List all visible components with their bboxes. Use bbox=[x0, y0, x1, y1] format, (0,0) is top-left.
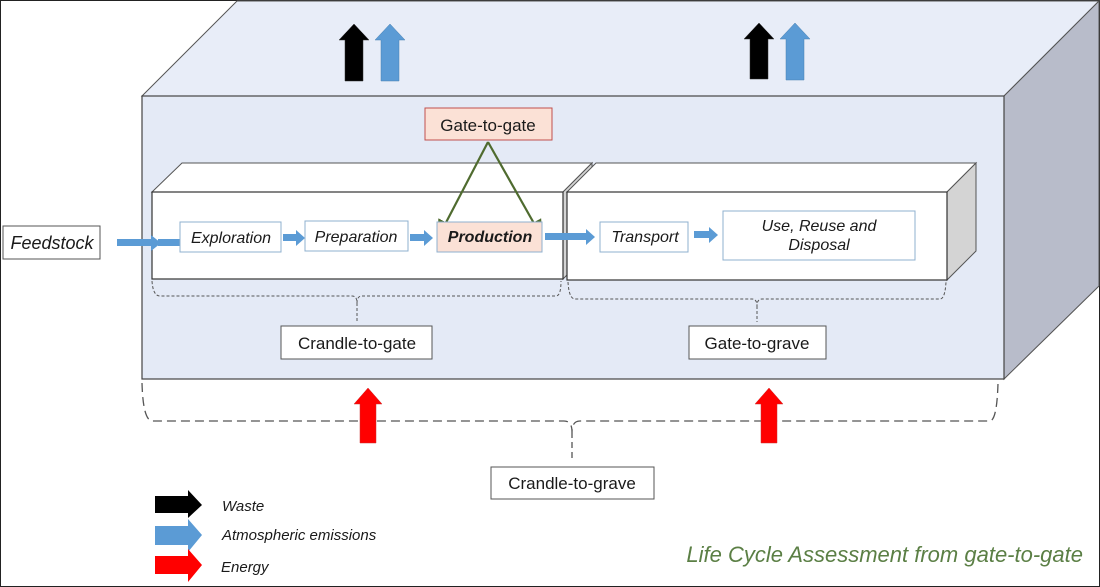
stage-production-box bbox=[436, 221, 543, 253]
feedstock-box bbox=[2, 225, 101, 260]
emissions-arrow-icon bbox=[374, 23, 406, 82]
gate-to-gate-pointer-right bbox=[487, 141, 543, 238]
cradle-to-gate-box-label bbox=[280, 325, 433, 360]
emissions-arrow-icon bbox=[779, 22, 811, 81]
cradle-to-grave-box-label bbox=[490, 466, 655, 500]
flow-arrow-icon bbox=[410, 230, 433, 246]
gate-to-grave-label: Gate-to-grave bbox=[705, 334, 810, 353]
gate-to-gate-label: Gate-to-gate bbox=[440, 116, 535, 135]
stage-use-label-line2: Disposal bbox=[788, 237, 850, 254]
legend-waste-label: Waste bbox=[222, 498, 264, 515]
legend-energy-icon bbox=[155, 549, 202, 582]
stage-transport-label: Transport bbox=[611, 229, 679, 246]
inner-box1-top bbox=[150, 162, 594, 193]
legend-energy-label: Energy bbox=[221, 559, 270, 576]
top-arrows-right bbox=[743, 22, 811, 81]
stage-transport-box bbox=[599, 221, 689, 253]
inner-box2-top bbox=[565, 162, 978, 193]
flow-arrow-icon bbox=[117, 235, 161, 251]
legend-emissions-icon bbox=[155, 519, 202, 552]
gate-to-gate-box bbox=[424, 107, 553, 141]
legend: Waste Atmospheric emissions Energy bbox=[155, 490, 377, 582]
legend-waste-icon bbox=[155, 490, 202, 518]
feedstock-label: Feedstock bbox=[10, 233, 94, 253]
stage-preparation-box bbox=[304, 220, 409, 252]
outer-box-top bbox=[140, 0, 1100, 97]
stage-exploration-box bbox=[179, 221, 282, 253]
top-arrows-left bbox=[338, 23, 406, 82]
cradle-to-gate-label: Crandle-to-gate bbox=[298, 334, 416, 353]
energy-arrow-icon bbox=[353, 387, 383, 444]
cradle-to-grave-label: Crandle-to-grave bbox=[508, 474, 636, 493]
waste-arrow-icon bbox=[338, 23, 370, 82]
gate-to-grave-box-label bbox=[688, 325, 827, 360]
stage-preparation-label: Preparation bbox=[315, 229, 398, 246]
stage-production-label: Production bbox=[448, 229, 533, 246]
flow-arrow-icon bbox=[694, 227, 718, 243]
energy-arrow-icon bbox=[754, 387, 784, 444]
stage-use-box bbox=[722, 210, 916, 261]
legend-emissions-label: Atmospheric emissions bbox=[221, 527, 377, 544]
stage-exploration-label: Exploration bbox=[191, 230, 271, 247]
gate-to-gate-pointer-left bbox=[437, 141, 489, 238]
flow-arrow-icon bbox=[545, 229, 595, 245]
stage-use-label-line1: Use, Reuse and bbox=[762, 218, 878, 235]
flow-arrow-icon bbox=[283, 230, 305, 246]
diagram-title: Life Cycle Assessment from gate-to-gate bbox=[686, 542, 1083, 567]
waste-arrow-icon bbox=[743, 22, 775, 80]
